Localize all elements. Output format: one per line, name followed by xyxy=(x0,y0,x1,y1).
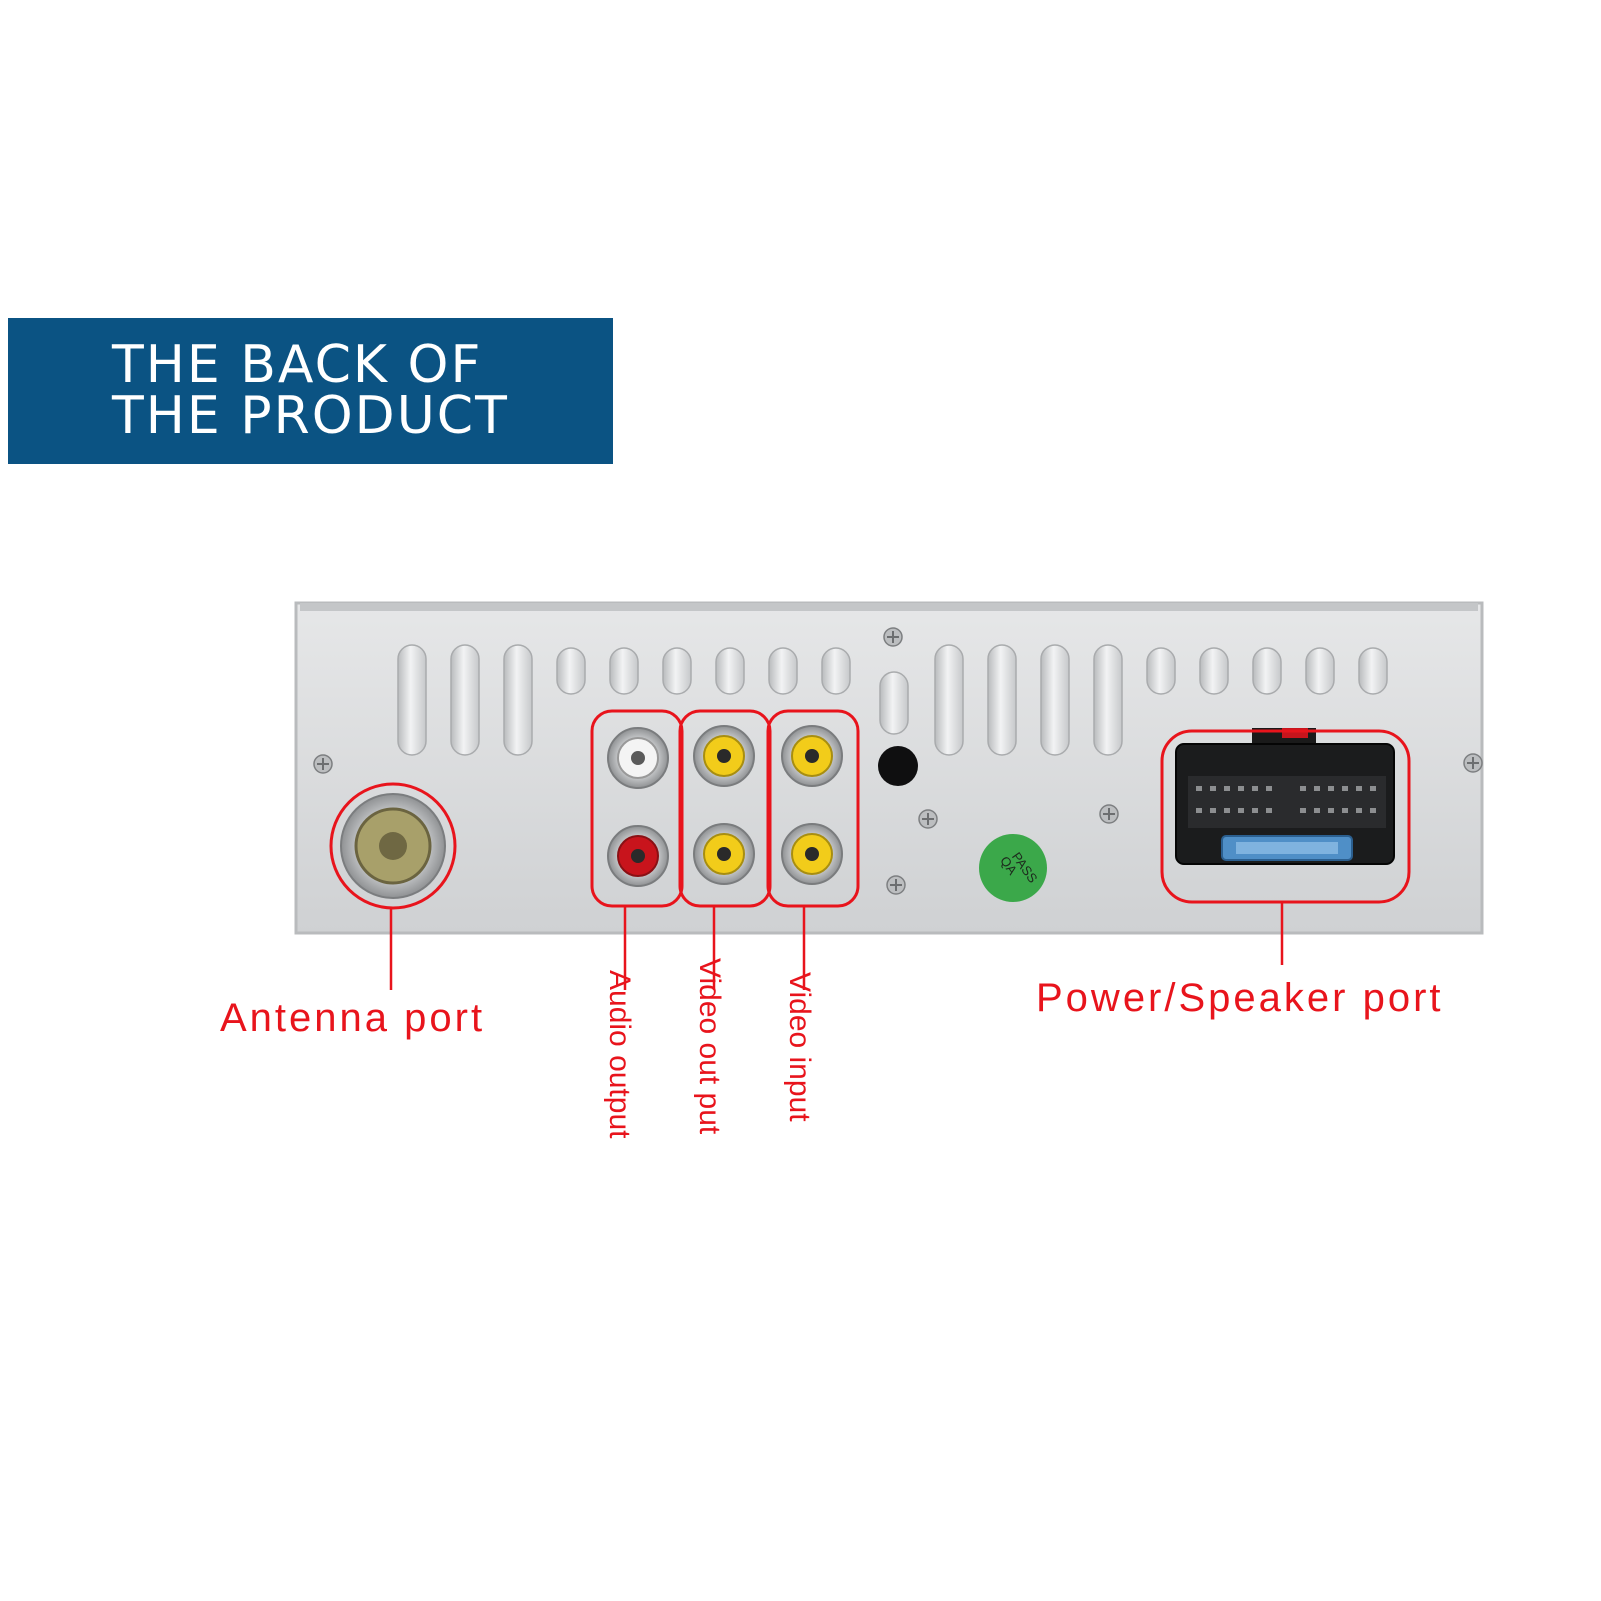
power-speaker-connector xyxy=(1175,728,1395,865)
title-line-2: THE PRODUCT xyxy=(112,386,509,446)
power-speaker-callout-box xyxy=(1160,729,1411,904)
video-output-label: Video out put xyxy=(693,958,726,1135)
rca-jacks xyxy=(607,725,843,887)
power-speaker-port-label: Power/Speaker port xyxy=(1036,976,1444,1020)
audio-output-label: Audio output xyxy=(603,970,636,1139)
mounting-hole xyxy=(878,746,918,786)
vent-slots xyxy=(397,644,1388,756)
title-banner: THE BACK OF THE PRODUCT xyxy=(8,318,613,464)
video-output-callout-box xyxy=(678,709,772,908)
video-input-label: Video input xyxy=(783,972,816,1122)
antenna-callout-ring xyxy=(329,782,457,910)
title-line-1: THE BACK OF xyxy=(112,335,483,395)
audio-output-callout-box xyxy=(590,709,684,908)
antenna-connector xyxy=(340,793,446,899)
antenna-port-label: Antenna port xyxy=(220,996,486,1040)
video-input-callout-box xyxy=(766,709,860,908)
qa-pass-badge: QA PASS xyxy=(979,834,1047,902)
